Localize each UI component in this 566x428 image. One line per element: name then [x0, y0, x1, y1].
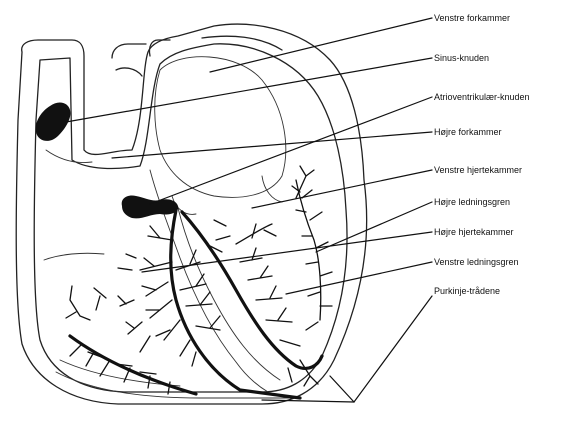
leader-venstre-hjertekammer [252, 170, 432, 208]
av-node [122, 195, 179, 218]
leader-hojre-ledningsgren [316, 202, 432, 252]
leader-atrioventrikulaer-knuden [150, 97, 432, 204]
leader-purkinje-traadene-a [354, 296, 432, 402]
sinus-node [36, 103, 71, 141]
label-venstre-ledningsgren: Venstre ledningsgren [434, 257, 519, 267]
label-hojre-forkammer: Højre forkammer [434, 127, 502, 137]
labels: Venstre forkammer Sinus-knuden Atriovent… [434, 13, 530, 296]
conduction-bundle [70, 210, 322, 398]
label-hojre-hjertekammer: Højre hjertekammer [434, 227, 514, 237]
leader-hojre-forkammer [112, 132, 432, 158]
label-hojre-ledningsgren: Højre ledningsgren [434, 197, 510, 207]
leader-hojre-hjertekammer [142, 232, 432, 272]
right-bundle-branch [171, 210, 300, 398]
label-sinus-knuden: Sinus-knuden [434, 53, 489, 63]
label-venstre-forkammer: Venstre forkammer [434, 13, 510, 23]
label-atrioventrikulaer-knuden: Atrioventrikulær-knuden [434, 92, 530, 102]
heart-outline [16, 24, 366, 404]
leader-sinus-knuden [66, 58, 432, 122]
leader-lines [66, 18, 432, 402]
leader-purkinje-traadene-b [330, 376, 354, 402]
label-venstre-hjertekammer: Venstre hjertekammer [434, 165, 522, 175]
leader-purkinje-traadene-c [262, 400, 354, 402]
label-purkinje-traadene: Purkinje-trådene [434, 286, 500, 296]
